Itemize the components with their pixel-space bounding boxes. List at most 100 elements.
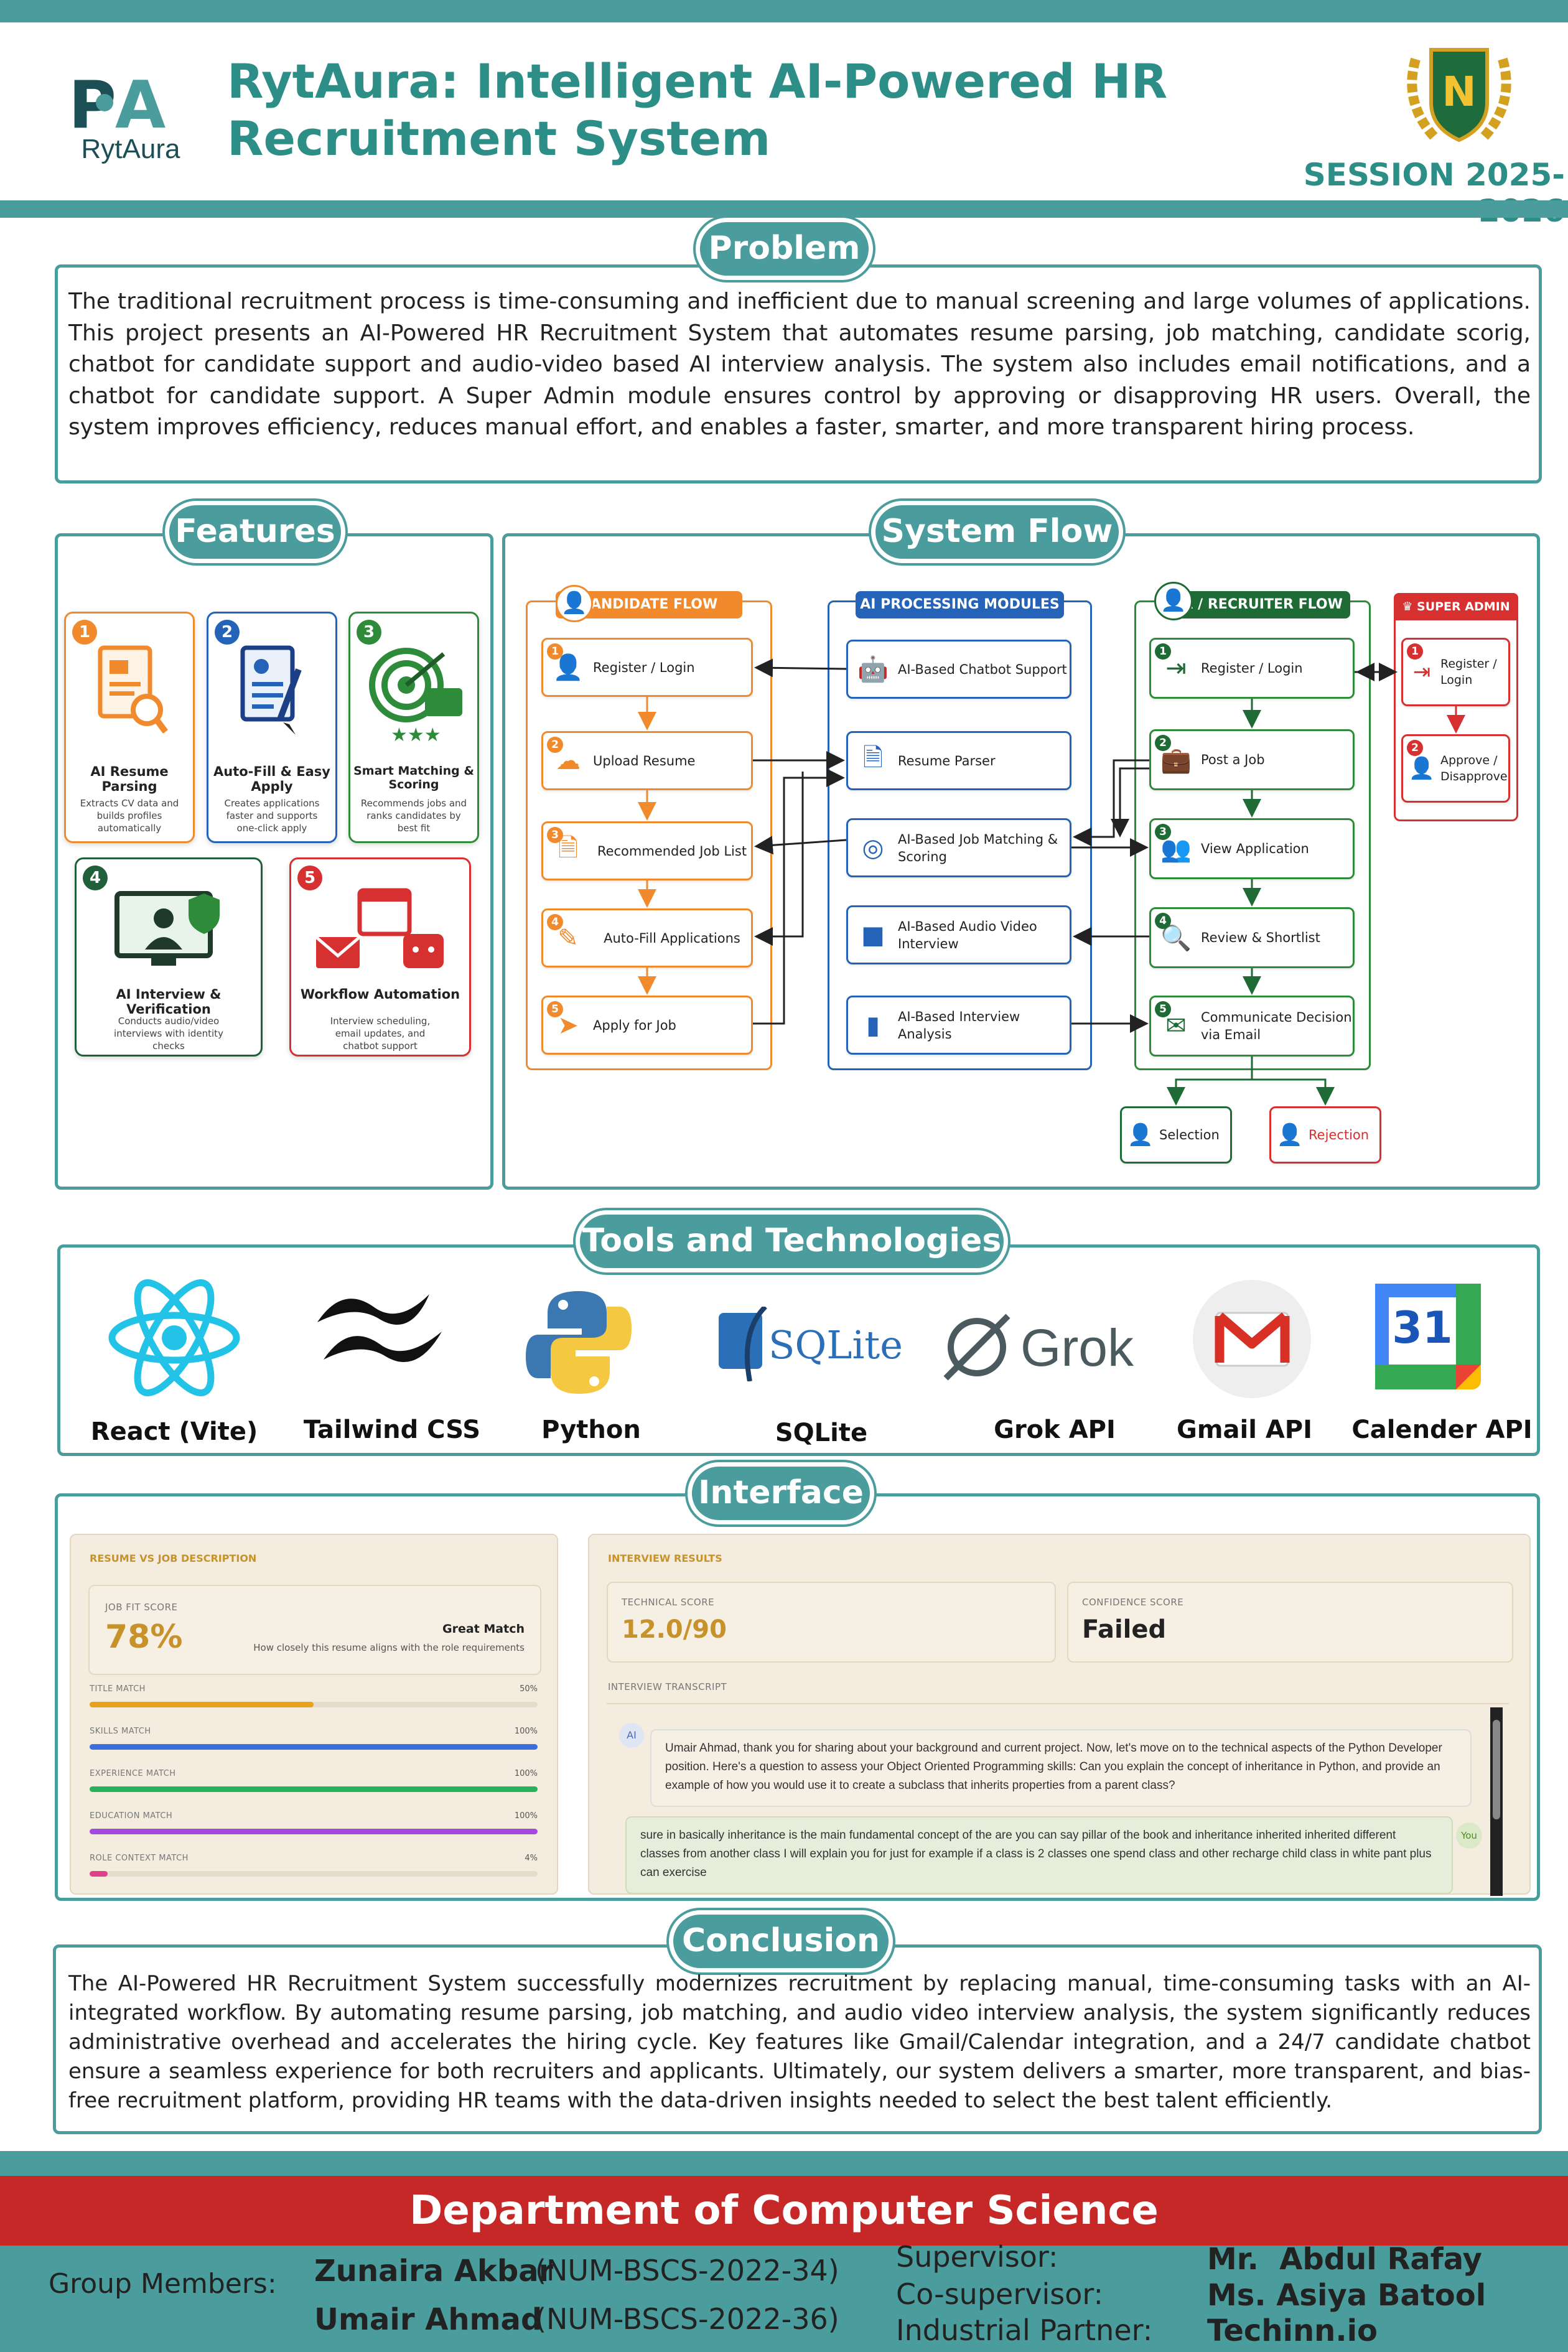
interview-monitor-icon	[114, 891, 220, 966]
step-label: Apply for Job	[593, 1017, 676, 1033]
feature-card-5: 5 Workflow Automation Interview scheduli…	[289, 857, 471, 1057]
partner-name: Techinn.io	[1207, 2313, 1378, 2348]
supervisor-label: Supervisor:	[896, 2240, 1058, 2274]
paper-plane-icon: ➤	[558, 1010, 579, 1040]
user-check-icon: 👤	[1127, 1122, 1154, 1147]
step-number: 5	[547, 1001, 563, 1017]
footer-top-band	[0, 2151, 1568, 2176]
match-label: EXPERIENCE MATCH	[90, 1769, 176, 1778]
transcript-scrollbar[interactable]	[1490, 1707, 1503, 1896]
rytaura-logo: P A RytAura	[56, 59, 205, 168]
transcript-area[interactable]: AI Umair Ahmad, thank you for sharing ab…	[607, 1703, 1509, 1896]
rejection-outcome[interactable]: 👤Rejection	[1269, 1106, 1381, 1164]
cosupervisor-label: Co-supervisor:	[896, 2277, 1103, 2311]
match-percent: 100%	[514, 1811, 538, 1821]
step-number: 5	[1155, 1001, 1171, 1017]
feature-card-4: 4 AI Interview & Verification Conducts a…	[75, 857, 263, 1057]
match-bar-fill	[90, 1871, 108, 1877]
hr-step-3[interactable]: 3👥View Application	[1149, 818, 1355, 879]
member-name-1: Zunaira Akbar	[314, 2254, 554, 2289]
feature-title: Smart Matching & Scoring	[353, 764, 474, 791]
confidence-score-label: CONFIDENCE SCORE	[1082, 1597, 1184, 1608]
feature-desc: Creates applications faster and supports…	[224, 798, 320, 834]
hr-person-icon: 👤	[1154, 582, 1193, 620]
admin-step-2[interactable]: 2👤Approve / Disapprove	[1401, 734, 1510, 803]
logo-text: RytAura	[81, 134, 180, 164]
step-number: 2	[1155, 735, 1171, 751]
sqlite-logo: SQLite	[716, 1307, 903, 1381]
user-message: sure in basically inheritance is the mai…	[625, 1816, 1453, 1894]
job-fit-score: 78%	[105, 1618, 183, 1656]
step-label: View Application	[1201, 841, 1309, 856]
candidate-step-1[interactable]: 1👤Register / Login	[541, 638, 753, 697]
svg-text:★★★: ★★★	[391, 724, 441, 744]
feature-desc: Extracts CV data and builds profiles aut…	[80, 798, 179, 834]
svg-text:N: N	[1442, 68, 1476, 116]
candidate-step-5[interactable]: 5➤ Apply for Job	[541, 996, 753, 1055]
job-fit-note: How closely this resume aligns with the …	[253, 1642, 525, 1653]
bar-chart-icon: ▮	[866, 1010, 880, 1040]
ai-step-3[interactable]: ◎AI-Based Job Matching & Scoring	[846, 818, 1071, 877]
hr-step-4[interactable]: 4🔍Review & Shortlist	[1149, 907, 1355, 968]
feature-desc: Interview scheduling, email updates, and…	[330, 1015, 431, 1052]
match-percent: 100%	[514, 1727, 538, 1736]
step-label: Review & Shortlist	[1201, 930, 1320, 945]
interface-heading: Interface	[688, 1462, 874, 1524]
resume-section-title: RESUME VS JOB DESCRIPTION	[90, 1552, 257, 1564]
ai-avatar: AI	[619, 1723, 644, 1748]
react-logo-icon	[108, 1279, 240, 1396]
form-pen-icon	[240, 645, 302, 735]
target-icon: ★★★	[369, 648, 462, 744]
candidate-step-3[interactable]: 3🗎Recommended Job List	[541, 821, 753, 880]
feature-title: AI Interview & Verification	[116, 987, 222, 1017]
ai-message: Umair Ahmad, thank you for sharing about…	[650, 1729, 1472, 1807]
video-camera-icon: ■	[861, 920, 885, 950]
ai-step-1[interactable]: 🤖AI-Based Chatbot Support	[846, 640, 1071, 699]
hr-step-2[interactable]: 2💼Post a Job	[1149, 729, 1355, 790]
super-admin-title: ♛ SUPER ADMIN	[1394, 593, 1518, 620]
match-percent: 50%	[520, 1684, 538, 1694]
confidence-score-card: CONFIDENCE SCORE Failed	[1067, 1582, 1513, 1663]
job-fit-verdict: Great Match	[442, 1622, 525, 1636]
match-bar-track	[90, 1702, 538, 1707]
job-fit-label: JOB FIT SCORE	[105, 1602, 178, 1613]
tool-react: React (Vite)	[90, 1417, 258, 1446]
document-scan-icon: 🗎	[862, 743, 884, 772]
ai-step-5[interactable]: ▮ AI-Based Interview Analysis	[846, 996, 1071, 1055]
ai-step-2[interactable]: 🗎Resume Parser	[846, 731, 1071, 790]
candidate-step-2[interactable]: 2☁Upload Resume	[541, 731, 753, 790]
step-label: Recommended Job List	[597, 843, 747, 859]
match-label: SKILLS MATCH	[90, 1727, 151, 1736]
step-number: 2	[547, 737, 563, 753]
match-bar-track	[90, 1871, 538, 1877]
login-icon: ⇥	[1412, 660, 1431, 684]
features-heading: Features	[165, 501, 345, 563]
step-label: Register / Login	[1440, 657, 1497, 687]
edit-document-icon: ✎	[558, 923, 579, 953]
poster-title: RytAura: Intelligent AI-Powered HR Recru…	[227, 54, 1168, 166]
step-number: 1	[1155, 643, 1171, 660]
ai-step-4[interactable]: ■AI-Based Audio Video Interview	[846, 905, 1071, 964]
cosupervisor-name: Ms. Asiya Batool	[1207, 2278, 1486, 2313]
feature-title: Auto-Fill & Easy Apply	[213, 764, 330, 794]
svg-text:A: A	[115, 67, 166, 143]
step-label: Communicate Decision via Email	[1201, 1010, 1352, 1042]
hr-step-1[interactable]: 1⇥Register / Login	[1149, 638, 1355, 699]
footer-band	[0, 2246, 1568, 2352]
hr-step-5[interactable]: 5✉Communicate Decision via Email	[1149, 996, 1355, 1057]
selection-outcome[interactable]: 👤Selection	[1120, 1106, 1232, 1164]
scrollbar-thumb[interactable]	[1493, 1720, 1500, 1819]
feature-number: 2	[215, 620, 240, 645]
transcript-label: INTERVIEW TRANSCRIPT	[608, 1681, 727, 1692]
supervisor-name: Mr. Abdul Rafay	[1207, 2242, 1482, 2277]
candidate-step-4[interactable]: 4✎Auto-Fill Applications	[541, 908, 753, 968]
technical-score-card: TECHNICAL SCORE 12.0/90	[607, 1582, 1056, 1663]
step-label: AI-Based Interview Analysis	[898, 1009, 1020, 1042]
feature-number: 4	[83, 866, 108, 890]
feature-number: 5	[297, 866, 322, 890]
admin-step-1[interactable]: 1⇥Register / Login	[1401, 638, 1510, 706]
step-label: Register / Login	[593, 660, 695, 675]
step-number: 3	[547, 827, 563, 843]
partner-label: Industrial Partner:	[896, 2313, 1153, 2347]
target-icon: ◎	[862, 833, 884, 862]
